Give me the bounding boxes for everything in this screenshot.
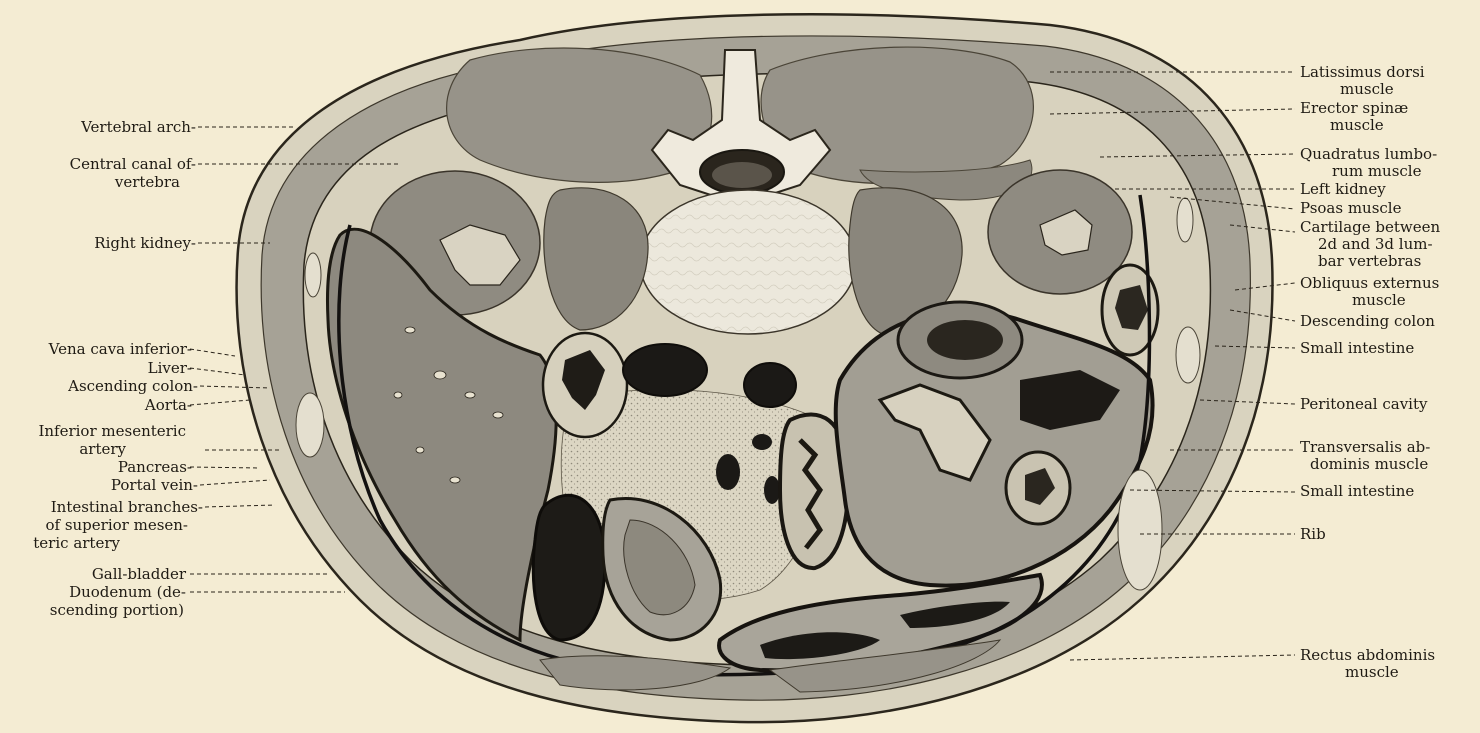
label-obliquus-line1: Obliquus externus <box>1300 274 1439 292</box>
rib-right <box>296 393 324 457</box>
mesenteric-artery-shape <box>752 434 772 450</box>
label-right-kidney: Right kidney- <box>94 234 196 252</box>
label-cartilage-line1: Cartilage between <box>1300 218 1441 236</box>
label-central-canal-line1: Central canal of- <box>70 155 196 173</box>
label-psoas: Psoas muscle <box>1300 199 1402 217</box>
rib-left-2 <box>1118 470 1162 590</box>
label-small-intestine-1: Small intestine <box>1300 339 1414 357</box>
gall-bladder-shape <box>533 495 605 640</box>
label-inferior-mesenteric-line2: artery <box>79 440 126 458</box>
label-erector-line2: muscle <box>1330 116 1384 134</box>
left-labels: Vertebral arch- Central canal of- verteb… <box>33 118 203 619</box>
label-erector-line1: Erector spinæ <box>1300 99 1408 117</box>
label-latissimus-line2: muscle <box>1340 80 1394 98</box>
spinal-cord <box>712 162 772 188</box>
label-rib: Rib <box>1300 525 1326 543</box>
rib-left-1 <box>1176 327 1200 383</box>
label-inferior-mesenteric-line1: Inferior mesenteric <box>38 422 186 440</box>
label-rectus-line2: muscle <box>1345 663 1399 681</box>
intestine-loop-upper-lumen <box>927 320 1003 360</box>
label-peritoneal: Peritoneal cavity <box>1300 395 1428 413</box>
label-left-kidney: Left kidney <box>1300 180 1386 198</box>
label-ascending-colon: Ascending colon- <box>67 377 198 395</box>
rib-right-2 <box>305 253 321 297</box>
label-transversalis-line1: Transversalis ab- <box>1300 438 1430 456</box>
label-duodenum-line2: scending portion) <box>50 601 184 619</box>
label-vena-cava: Vena cava inferior- <box>48 340 192 358</box>
vena-cava-shape <box>623 344 707 396</box>
label-small-intestine-2: Small intestine <box>1300 482 1414 500</box>
label-rectus-line1: Rectus abdominis <box>1300 646 1435 664</box>
label-cartilage-line3: bar vertebras <box>1318 252 1421 270</box>
mesenteric-branch <box>764 476 780 504</box>
label-obliquus-line2: muscle <box>1352 291 1406 309</box>
label-latissimus-line1: Latissimus dorsi <box>1300 63 1425 81</box>
label-intestinal-branches-line3: teric artery <box>33 534 120 552</box>
portal-vein-shape <box>716 454 740 490</box>
label-gall-bladder: Gall-bladder <box>92 565 187 583</box>
label-descending-colon: Descending colon <box>1300 312 1435 330</box>
label-vertebral-arch: Vertebral arch- <box>80 118 196 136</box>
label-transversalis-line2: dominis muscle <box>1310 455 1428 473</box>
label-quadratus-line1: Quadratus lumbo- <box>1300 145 1437 163</box>
aorta-shape <box>744 363 796 407</box>
label-central-canal-line2: vertebra <box>114 173 180 191</box>
label-intestinal-branches-line1: Intestinal branches- <box>51 498 203 516</box>
right-labels: Latissimus dorsi muscle Erector spinæ mu… <box>1300 63 1441 681</box>
label-liver: Liver- <box>148 359 192 377</box>
vertebral-body <box>640 190 856 334</box>
label-intestinal-branches-line2: of superior mesen- <box>45 516 188 534</box>
label-quadratus-line2: rum muscle <box>1332 162 1422 180</box>
rib-left-3 <box>1177 198 1193 242</box>
label-pancreas: Pancreas- <box>118 458 192 476</box>
label-portal-vein: Portal vein- <box>111 476 198 494</box>
label-duodenum-line1: Duodenum (de- <box>69 583 186 601</box>
label-aorta: Aorta- <box>144 396 192 414</box>
label-cartilage-line2: 2d and 3d lum- <box>1318 235 1433 253</box>
